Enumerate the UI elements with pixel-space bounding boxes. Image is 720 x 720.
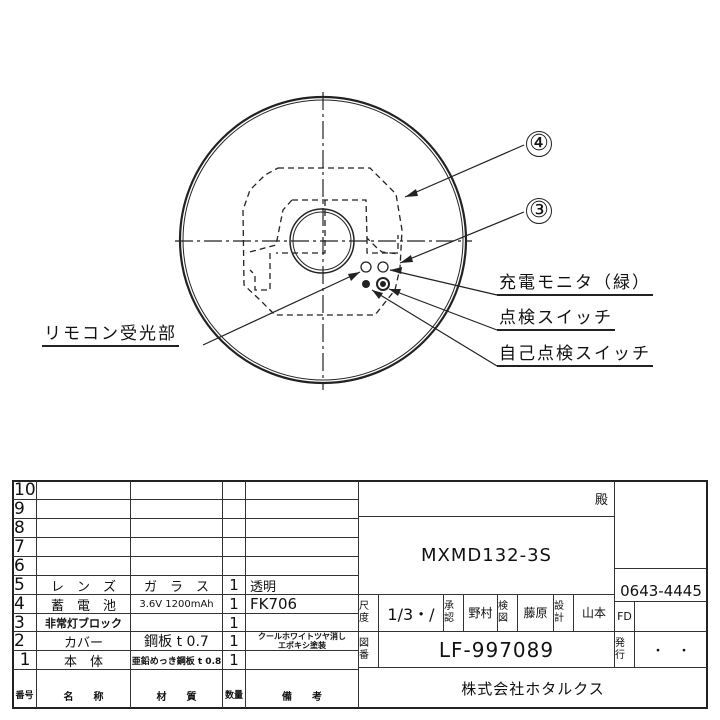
header-name: 名 称	[37, 670, 131, 708]
row-remarks	[246, 614, 359, 632]
scale-value: 1/3・/	[379, 595, 444, 632]
row-material: ガ ラ ス	[131, 576, 223, 595]
row-name: 非常灯ブロック	[37, 614, 131, 632]
row-name	[37, 500, 131, 519]
row-material	[131, 519, 223, 538]
row-material	[131, 538, 223, 557]
model-cell: MXMD132-3S	[359, 517, 615, 595]
row-remarks	[246, 519, 359, 538]
row-remarks: FK706	[246, 595, 359, 614]
approved-by: 野村	[464, 595, 498, 632]
row-qty	[223, 481, 246, 500]
row-no: 2	[13, 632, 37, 651]
designed-by: 山本	[574, 595, 615, 632]
row-no: 1	[13, 651, 37, 670]
code-number: 0643-4445	[620, 582, 702, 600]
row-material	[131, 557, 223, 576]
row-name: レ ン ズ	[37, 576, 131, 595]
row-no: 7	[13, 538, 37, 557]
model-number: MXMD132-3S	[421, 545, 552, 566]
checked-label: 検図	[498, 595, 518, 632]
row-qty	[223, 557, 246, 576]
code-cell: 0643-4445	[615, 569, 707, 602]
drawing-number: LF-997089	[379, 632, 615, 668]
customer-cell: 殿	[359, 481, 615, 517]
remote-receiver-label: リモコン受光部	[42, 324, 179, 347]
test-switch-label: 点検スイッチ	[497, 308, 615, 331]
designed-label: 設計	[554, 595, 574, 632]
row-remarks: 透明	[246, 576, 359, 595]
row-material: 3.6V 1200mAh	[131, 595, 223, 614]
row-qty	[223, 538, 246, 557]
header-material: 材 質	[131, 670, 223, 708]
row-remarks	[246, 481, 359, 500]
row-qty	[223, 519, 246, 538]
code-upper-blank	[615, 481, 707, 569]
row-material: 亜鉛めっき鋼板 t 0.8	[131, 651, 223, 670]
row-material	[131, 614, 223, 632]
row-remarks	[246, 500, 359, 519]
row-name: 本 体	[37, 651, 131, 670]
row-no: 4	[13, 595, 37, 614]
header-qty: 数量	[223, 670, 246, 708]
row-no: 9	[13, 500, 37, 519]
scale-label: 尺度	[359, 595, 379, 632]
customer-suffix: 殿	[594, 493, 608, 508]
checked-by: 藤原	[518, 595, 554, 632]
fd-label: FD	[615, 602, 635, 632]
issue-label: 発行	[615, 632, 635, 668]
row-name: 蓄 電 池	[37, 595, 131, 614]
row-no: 10	[13, 481, 37, 500]
plan-view-drawing	[175, 92, 525, 390]
fd-value	[635, 602, 707, 632]
approved-label: 承認	[444, 595, 464, 632]
row-remarks	[246, 651, 359, 670]
row-qty: 1	[223, 614, 246, 632]
row-qty: 1	[223, 595, 246, 614]
row-no: 5	[13, 576, 37, 595]
row-remarks: クールホワイトツヤ消し エポキシ塗装	[246, 632, 359, 651]
row-material	[131, 481, 223, 500]
self-test-switch-label: 自己点検スイッチ	[497, 344, 653, 367]
row-material: 鋼板 t 0.7	[131, 632, 223, 651]
header-no: 番号	[13, 670, 37, 708]
charge-monitor-label: 充電モニタ（緑）	[497, 273, 653, 296]
row-no: 6	[13, 557, 37, 576]
row-qty: 1	[223, 576, 246, 595]
issue-value: ・ ・	[635, 632, 707, 668]
company-name: 株式会社ホタルクス	[461, 679, 605, 698]
row-qty: 1	[223, 632, 246, 651]
row-remarks	[246, 557, 359, 576]
callout-3: ③	[526, 198, 552, 224]
row-qty: 1	[223, 651, 246, 670]
row-name	[37, 557, 131, 576]
header-remarks: 備 考	[246, 670, 359, 708]
row-name	[37, 519, 131, 538]
row-name	[37, 481, 131, 500]
row-remarks	[246, 538, 359, 557]
row-name	[37, 538, 131, 557]
drawing-no-label: 図番	[359, 632, 379, 668]
row-no: 8	[13, 519, 37, 538]
row-name: カバー	[37, 632, 131, 651]
row-material	[131, 500, 223, 519]
row-no: 3	[13, 614, 37, 632]
row-qty	[223, 500, 246, 519]
callout-4: ④	[526, 131, 552, 157]
